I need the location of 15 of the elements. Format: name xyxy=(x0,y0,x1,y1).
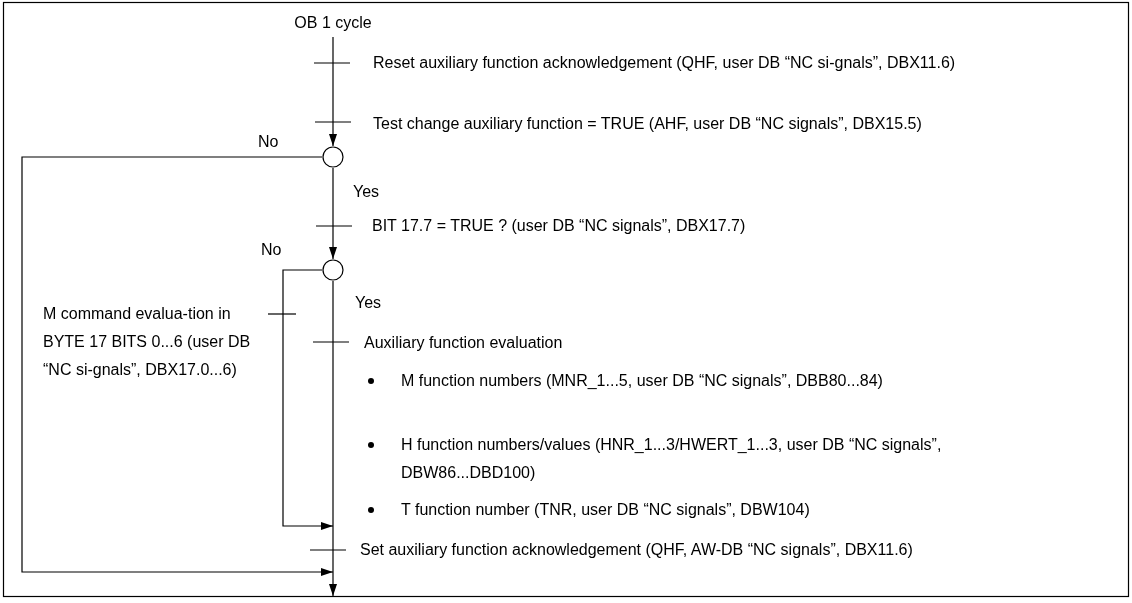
list-item-text: H function numbers/values (HNR_1...3/HWERT_1...3, user DB “NC signals”, DBW86...DBD100) xyxy=(401,435,943,483)
list-item-text: T function number (TNR, user DB “NC signals”, DBW104) xyxy=(401,500,811,520)
flow-arrow xyxy=(21,156,334,576)
step-description: BIT 17.7 = TRUE ? (user DB “NC signals”, DBX17.7) xyxy=(372,216,747,236)
step-description: M command evalua-tion in BYTE 17 BITS 0...6 (user DB “NC si-gnals”, DBX17.0...6) xyxy=(43,304,252,380)
step-description: Set auxiliary function acknowledgement (QHF, AW-DB “NC signals”, DBX11.6) xyxy=(360,540,914,560)
step-description: Auxiliary function evaluation xyxy=(364,333,564,353)
step-description: Test change auxiliary function = TRUE (AHF, user DB “NC signals”, DBX15.5) xyxy=(373,114,923,134)
start-label: OB 1 cycle xyxy=(288,9,378,37)
flow-arrow xyxy=(329,167,337,260)
flow-arrow xyxy=(282,269,334,530)
flow-arrow xyxy=(329,280,337,597)
list-item-text: M function numbers (MNR_1...5, user DB “NC signals”, DBB80...84) xyxy=(401,371,884,391)
step-description: Reset auxiliary function acknowledgement (QHF, user DB “NC si-gnals”, DBX11.6) xyxy=(373,53,957,73)
flow-arrow xyxy=(329,36,337,147)
